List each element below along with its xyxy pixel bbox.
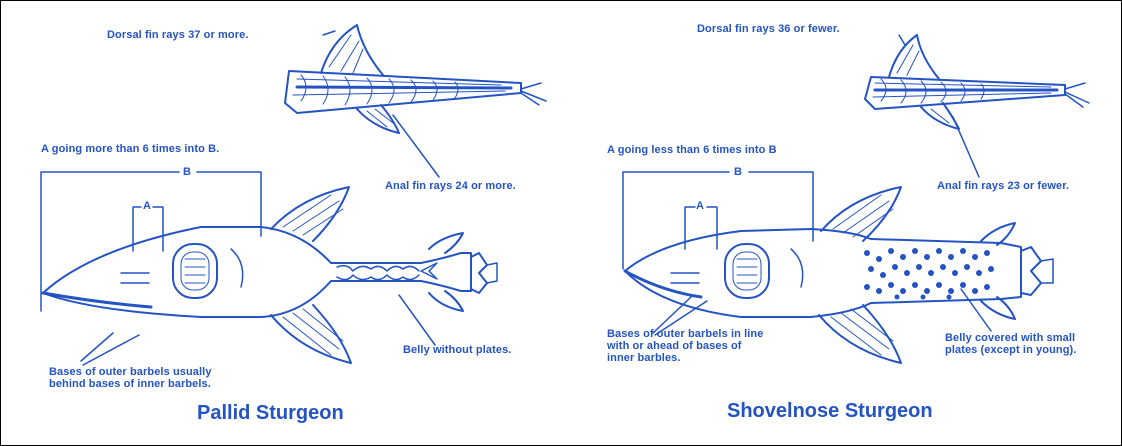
shovelnose-pectoral-fin-top-icon	[821, 187, 901, 241]
shovelnose-barbel-label-line2: with or ahead of bases of	[607, 340, 763, 352]
shovelnose-a-bracket	[685, 207, 717, 249]
pallid-b-marker: B	[183, 166, 191, 178]
shovelnose-title: Shovelnose Sturgeon	[727, 400, 933, 423]
shovelnose-belly-label-line1: Belly covered with small	[945, 332, 1076, 344]
pallid-dorsal-label: Dorsal fin rays 37 or more.	[107, 29, 248, 41]
pallid-a-bracket	[133, 207, 163, 251]
pallid-anal-label: Anal fin rays 24 or more.	[385, 180, 516, 192]
shovelnose-dorsal-fin-icon	[889, 35, 939, 79]
shovelnose-ratio-label: A going less than 6 times into B	[607, 144, 777, 156]
pallid-belly-label: Belly without plates.	[403, 344, 511, 356]
pallid-barbel-label-line1: Bases of outer barbels usually	[49, 366, 212, 378]
shovelnose-b-marker: B	[734, 166, 742, 178]
shovelnose-belly-label-line2: plates (except in young).	[945, 344, 1076, 356]
shovelnose-barbel-label-line1: Bases of outer barbels in line	[607, 328, 763, 340]
pallid-title: Pallid Sturgeon	[197, 402, 344, 425]
pallid-anal-leader	[393, 115, 439, 177]
pallid-anal-fin-icon	[357, 105, 399, 133]
shovelnose-dorsal-leader	[899, 35, 905, 45]
pallid-ratio-label: A going more than 6 times into B.	[41, 143, 219, 155]
pallid-dorsal-leader	[323, 31, 335, 35]
pallid-tail-illustration	[285, 25, 546, 133]
pallid-barbel-leaders	[81, 333, 139, 365]
shovelnose-dorsal-label: Dorsal fin rays 36 or fewer.	[697, 23, 840, 35]
pallid-barbel-label-line2: behind bases of inner barbels.	[49, 378, 212, 390]
shovelnose-belly-label: Belly covered with small plates (except …	[945, 332, 1076, 356]
shovelnose-belly-plates	[864, 248, 994, 300]
shovelnose-anal-leader	[953, 117, 979, 177]
pallid-b-bracket	[41, 172, 261, 311]
shovelnose-barbel-label-line3: inner barbles.	[607, 352, 763, 364]
pallid-barbel-label: Bases of outer barbels usually behind ba…	[49, 366, 212, 390]
shovelnose-tail-illustration	[865, 35, 1089, 129]
pallid-pectoral-fin-top-icon	[271, 187, 349, 241]
shovelnose-belly-leader	[961, 289, 991, 331]
shovelnose-a-marker: A	[696, 200, 704, 212]
shovelnose-barbel-label: Bases of outer barbels in line with or a…	[607, 328, 763, 364]
pallid-a-marker: A	[143, 200, 151, 212]
pallid-belly-leader	[399, 295, 435, 345]
shovelnose-anal-label: Anal fin rays 23 or fewer.	[937, 180, 1069, 192]
